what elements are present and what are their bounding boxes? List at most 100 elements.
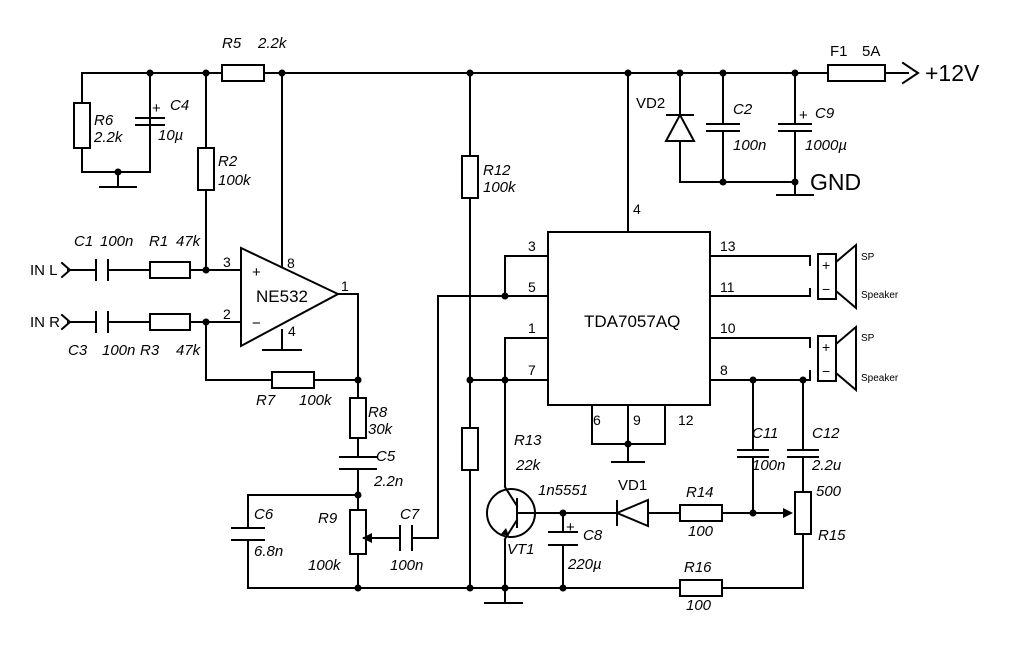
c2-ref: C2 (733, 101, 753, 118)
r1-ref: R1 (149, 233, 168, 250)
c4-value: 10µ (158, 127, 183, 144)
c3-capacitor (95, 311, 109, 333)
r3-ref: R3 (140, 342, 160, 359)
f1-value: 5A (862, 43, 880, 60)
speaker-bottom-minus: − (822, 363, 830, 379)
r6-ref: R6 (94, 112, 114, 129)
potentiometers (349, 491, 812, 555)
c9-polarity: + (799, 107, 808, 124)
vd2-ref: VD2 (636, 95, 665, 112)
vd1-ref: VD1 (618, 477, 647, 494)
r12-value: 100k (483, 179, 517, 196)
r1-resistor (149, 261, 191, 279)
ic-pin-10: 10 (720, 320, 736, 336)
resistors (73, 64, 723, 597)
c9-value: 1000µ (805, 137, 847, 154)
ic-pin-9: 9 (633, 412, 641, 428)
opamp-pin-vcc: 8 (287, 255, 295, 271)
tda7057aq-ic: TDA7057AQ 3 5 1 7 4 13 11 10 8 6 9 12 (528, 201, 736, 428)
c1-capacitor (95, 259, 109, 281)
r15-ref: R15 (818, 527, 846, 544)
ic-pin-5: 5 (528, 279, 536, 295)
ic-pin-11: 11 (720, 279, 735, 295)
c3-ref: C3 (68, 342, 88, 359)
speaker-bottom: + − SP Speaker (817, 324, 899, 393)
opamp-pin-gnd: 4 (288, 323, 296, 339)
r6-resistor (73, 102, 91, 149)
ne532-opamp: + − NE532 3 2 8 4 1 (223, 246, 349, 348)
c12-capacitor (787, 449, 819, 458)
r6-value: 2.2k (93, 129, 124, 146)
ic-pin-13: 13 (720, 238, 736, 254)
c4-ref: C4 (170, 97, 189, 114)
in-l-connector (60, 261, 72, 279)
r7-resistor (271, 371, 315, 389)
c12-ref: C12 (812, 425, 840, 442)
r13-value: 22k (515, 457, 542, 474)
ground-symbols (99, 171, 302, 351)
r2-resistor (197, 147, 215, 191)
vt1-ref: VT1 (507, 541, 535, 558)
c1-ref: C1 (74, 233, 93, 250)
in-r-label: IN R (30, 314, 60, 331)
c11-ref: C11 (752, 425, 778, 442)
r13-ref: R13 (514, 432, 542, 449)
r9-ref: R9 (318, 510, 338, 527)
c8-value: 220µ (567, 556, 602, 573)
r13-resistor (461, 427, 479, 471)
r12-ref: R12 (483, 162, 511, 179)
f1-fuse (827, 64, 886, 82)
r15-value: 500 (816, 483, 842, 500)
r2-ref: R2 (218, 153, 238, 170)
opamp-pin-plus: 3 (223, 254, 231, 270)
r16-resistor (679, 579, 723, 597)
r7-value: 100k (299, 392, 333, 409)
ic-pin-8: 8 (720, 362, 728, 378)
ic-pin-4: 4 (633, 201, 641, 217)
in-r-connector (60, 313, 72, 331)
r1-value: 47k (176, 233, 202, 250)
ic-pin-3: 3 (528, 238, 536, 254)
opamp-pin-out: 1 (341, 278, 349, 294)
r5-value: 2.2k (257, 35, 288, 52)
c2-value: 100n (733, 137, 766, 154)
c5-value: 2.2n (373, 473, 403, 490)
ic-pin-7: 7 (528, 362, 536, 378)
ic-name: TDA7057AQ (584, 312, 680, 331)
c1-value: 100n (100, 233, 133, 250)
c7-value: 100n (390, 557, 423, 574)
speaker-top: + − SP Speaker (817, 242, 899, 311)
c5-ref: C5 (376, 448, 396, 465)
r15-wiper-arrow (783, 508, 793, 518)
c6-capacitor (231, 527, 265, 541)
c11-value: 100n (752, 457, 785, 474)
c3-value: 100n (102, 342, 135, 359)
c7-ref: C7 (400, 506, 420, 523)
r8-resistor (349, 397, 367, 439)
r16-value: 100 (686, 597, 712, 614)
r8-ref: R8 (368, 404, 388, 421)
c8-polarity: + (566, 519, 575, 536)
speaker-top-minus: − (822, 281, 830, 297)
c5-capacitor (339, 456, 377, 470)
c6-ref: C6 (254, 506, 274, 523)
c6-value: 6.8n (254, 543, 283, 560)
r14-ref: R14 (686, 484, 714, 501)
r12-resistor (461, 155, 479, 199)
r3-resistor (149, 313, 191, 331)
vt1-transistor (486, 485, 536, 541)
r15-potentiometer (794, 491, 812, 535)
component-labels: R5 2.2k R6 2.2k C4 10µ R2 100k C1 100n R… (68, 35, 880, 614)
wires (67, 72, 909, 604)
diodes (614, 112, 696, 528)
in-l-label: IN L (30, 262, 58, 279)
vt1-value: 1n5551 (538, 482, 588, 499)
opamp-minus-sign: − (252, 315, 261, 332)
c2-capacitor (706, 123, 740, 132)
vd2-diode (664, 112, 696, 142)
c11-capacitor (737, 449, 769, 458)
f1-ref: F1 (830, 43, 848, 60)
c4-capacitor (135, 117, 165, 126)
capacitors: + + + (95, 100, 819, 551)
